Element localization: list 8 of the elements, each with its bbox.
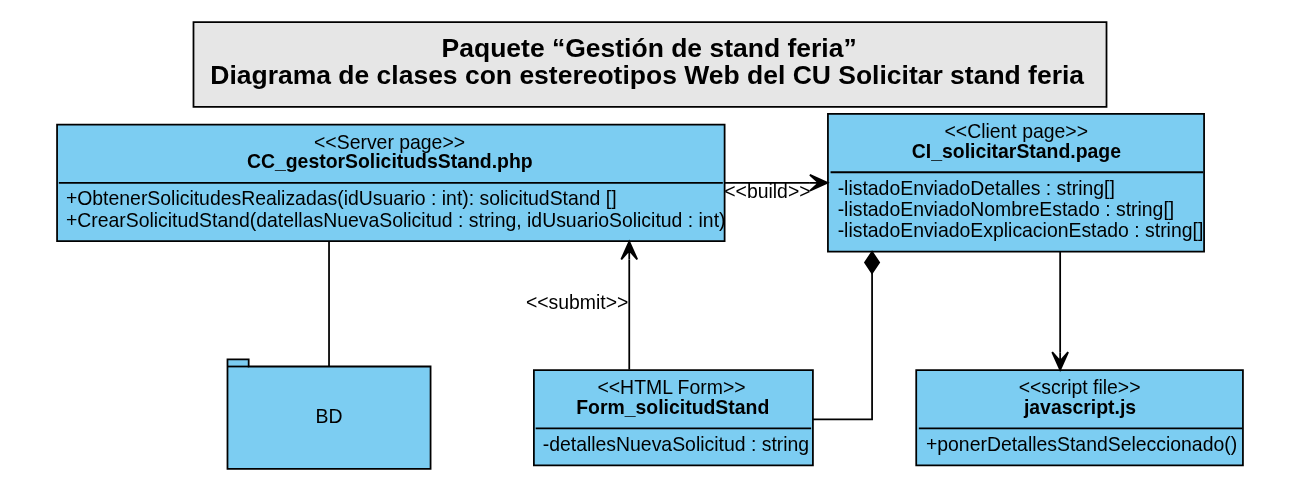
- connector: [328, 240, 330, 368]
- diagram-title: Paquete “Gestión de stand feria”: [441, 33, 857, 64]
- arrow: [724, 174, 829, 192]
- connector: [812, 250, 881, 421]
- edge-label: <<build>>: [724, 180, 811, 203]
- arrow: [620, 240, 639, 371]
- arrow: [1051, 251, 1069, 371]
- edge-label: <<submit>>: [525, 290, 629, 313]
